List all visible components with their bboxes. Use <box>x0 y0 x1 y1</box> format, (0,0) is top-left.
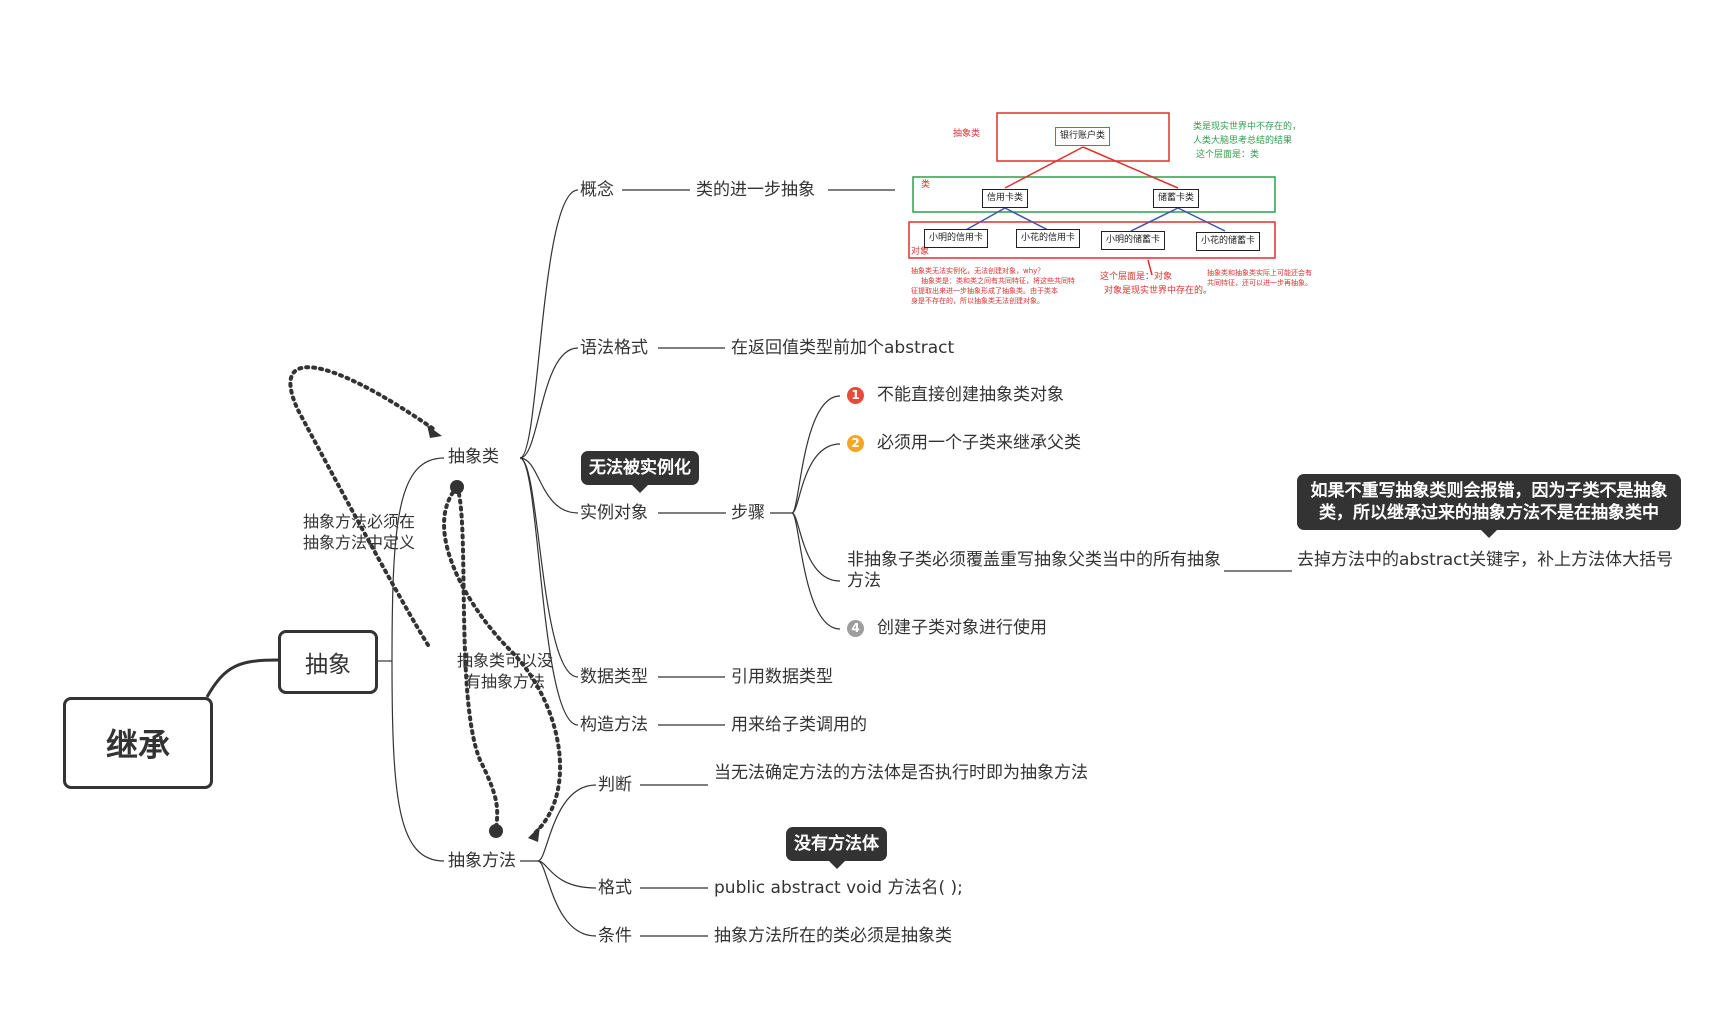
connector-step-1 <box>791 395 841 514</box>
image-note-line: 对象是现实世界中存在的。 <box>1104 286 1213 296</box>
image-object-1: 小明的信用卡 <box>924 229 989 248</box>
relation-label-method-in-class[interactable]: 抽象方法必须在抽象方法中定义 <box>303 512 416 552</box>
image-note-bottom-mid: 这个层面是：对象 对象是现实世界中存在的。 <box>1100 272 1212 297</box>
relation-curve-class-without-method <box>442 485 563 835</box>
image-note-line: 身是不存在的，所以抽象类无法创建对象。 <box>911 297 1044 305</box>
image-object-2: 小花的信用卡 <box>1016 229 1081 248</box>
step-4-marker-icon: 4 <box>847 620 864 637</box>
image-note-right: 类是现实世界中不存在的， 人类大脑思考总结的结果 这个层面是：类 <box>1193 122 1301 161</box>
image-note-line: 征提取出来进一步抽象形成了抽象类。由于类本 <box>911 287 1058 295</box>
main-node-abstract[interactable]: 抽象 <box>278 630 378 694</box>
connector-step-3 <box>791 512 841 582</box>
topic-concept[interactable]: 概念 <box>580 180 614 200</box>
step-1-text[interactable]: 不能直接创建抽象类对象 <box>877 385 1064 405</box>
step-4-text[interactable]: 创建子类对象进行使用 <box>877 618 1047 638</box>
image-note-line: 共同特征，还可以进一步再抽象。 <box>1207 279 1312 287</box>
topic-format-detail[interactable]: public abstract void 方法名( ); <box>714 878 963 898</box>
image-note-pointer <box>1147 259 1153 276</box>
connector-instance <box>519 457 579 514</box>
image-credit-card: 信用卡类 <box>982 189 1029 208</box>
connector-constructor <box>519 457 579 726</box>
step-2-text[interactable]: 必须用一个子类来继承父类 <box>877 433 1081 453</box>
connector-format <box>537 860 597 889</box>
image-link-savings-obj3 <box>1130 207 1179 232</box>
relation-label-class-without-method[interactable]: 抽象类可以没有抽象方法 <box>456 651 553 691</box>
connector-step-4 <box>791 512 841 630</box>
callout-not-instantiable: 无法被实例化 <box>581 451 699 493</box>
topic-constructor[interactable]: 构造方法 <box>580 715 648 735</box>
relation-curve-method-in-class <box>288 365 437 647</box>
topic-condition-detail[interactable]: 抽象方法所在的类必须是抽象类 <box>714 926 952 946</box>
topic-judge[interactable]: 判断 <box>598 775 632 795</box>
main-label: 抽象 <box>305 652 351 678</box>
image-bank-account: 银行账户类 <box>1055 127 1111 146</box>
image-link-bank-credit <box>1004 146 1084 189</box>
relation-arrowhead-method <box>528 826 540 842</box>
topic-abstract-method[interactable]: 抽象方法 <box>448 851 516 871</box>
image-savings-card: 储蓄卡类 <box>1153 189 1200 208</box>
image-note-bottom-left: 抽象类无法实例化，无法创建对象，why？ 抽象类是：类和类之间有共同特征，将这些… <box>911 266 1075 306</box>
topic-instance[interactable]: 实例对象 <box>580 503 648 523</box>
topic-judge-detail[interactable]: 当无法确定方法的方法体是否执行时即为抽象方法 <box>714 763 1088 783</box>
step-3-text[interactable]: 非抽象子类必须覆盖重写抽象父类当中的所有抽象方法 <box>847 550 1221 591</box>
topic-format[interactable]: 格式 <box>598 878 632 898</box>
relation-arrowhead-class <box>427 425 442 438</box>
topic-steps[interactable]: 步骤 <box>731 503 765 523</box>
image-note-line: 抽象类是：类和类之间有共同特征，将这些共同特 <box>921 277 1075 285</box>
callout-no-method-body: 没有方法体 <box>786 827 887 869</box>
image-link-credit-obj1 <box>963 207 1006 232</box>
image-abstract-box <box>996 112 1170 162</box>
relation-curve-secondary <box>455 485 500 832</box>
image-object-label: 对象 <box>911 247 930 257</box>
image-link-credit-obj2 <box>1004 207 1051 232</box>
image-note-line: 这个层面是：对象 <box>1100 272 1173 282</box>
topic-syntax[interactable]: 语法格式 <box>580 338 648 358</box>
topic-constructor-detail[interactable]: 用来给子类调用的 <box>731 715 867 735</box>
image-class-label: 类 <box>921 180 931 190</box>
relation-end-dot <box>489 824 503 838</box>
image-link-savings-obj4 <box>1177 207 1226 232</box>
image-note-bottom-right: 抽象类和抽象类实际上可能还会有 共同特征，还可以进一步再抽象。 <box>1207 268 1312 288</box>
image-class-box <box>912 176 1276 213</box>
step-2-marker-icon: 2 <box>847 435 864 452</box>
image-abstract-label: 抽象类 <box>953 129 981 139</box>
step-1-marker-icon: 1 <box>847 387 864 404</box>
image-note-line: 抽象类和抽象类实际上可能还会有 <box>1207 269 1312 277</box>
connector-main-method <box>391 660 445 862</box>
topic-condition[interactable]: 条件 <box>598 926 632 946</box>
connector-condition <box>537 860 597 937</box>
image-object-box <box>908 221 1276 259</box>
override-detail[interactable]: 去掉方法中的abstract关键字，补上方法体大括号 <box>1297 550 1674 570</box>
image-object-4: 小花的储蓄卡 <box>1196 232 1261 251</box>
topic-abstract-class[interactable]: 抽象类 <box>448 447 499 467</box>
image-object-3: 小明的储蓄卡 <box>1101 231 1166 250</box>
concept-image <box>908 112 1276 276</box>
root-node[interactable]: 继承 <box>63 697 213 789</box>
relation-start-dot <box>450 480 464 494</box>
root-label: 继承 <box>105 726 170 764</box>
connector-judge <box>537 784 597 862</box>
connector-root-main <box>205 658 279 698</box>
connector-step-2 <box>791 443 841 514</box>
connector-main-class <box>391 457 445 662</box>
image-link-bank-savings <box>1082 146 1179 189</box>
topic-datatype-detail[interactable]: 引用数据类型 <box>731 667 833 687</box>
topic-concept-detail[interactable]: 类的进一步抽象 <box>696 180 815 200</box>
image-note-right-line: 类是现实世界中不存在的， <box>1193 122 1302 132</box>
connector-syntax <box>519 347 579 459</box>
topic-datatype[interactable]: 数据类型 <box>580 667 648 687</box>
callout-override-error: 如果不重写抽象类则会报错，因为子类不是抽象类，所以继承过来的抽象方法不是在抽象类… <box>1297 474 1681 538</box>
image-note-line: 抽象类无法实例化，无法创建对象，why？ <box>911 267 1045 275</box>
image-note-right-line: 这个层面是：类 <box>1196 150 1260 160</box>
image-note-right-line: 人类大脑思考总结的结果 <box>1193 136 1293 146</box>
connector-concept <box>519 189 579 459</box>
topic-syntax-detail[interactable]: 在返回值类型前加个abstract <box>731 338 955 358</box>
